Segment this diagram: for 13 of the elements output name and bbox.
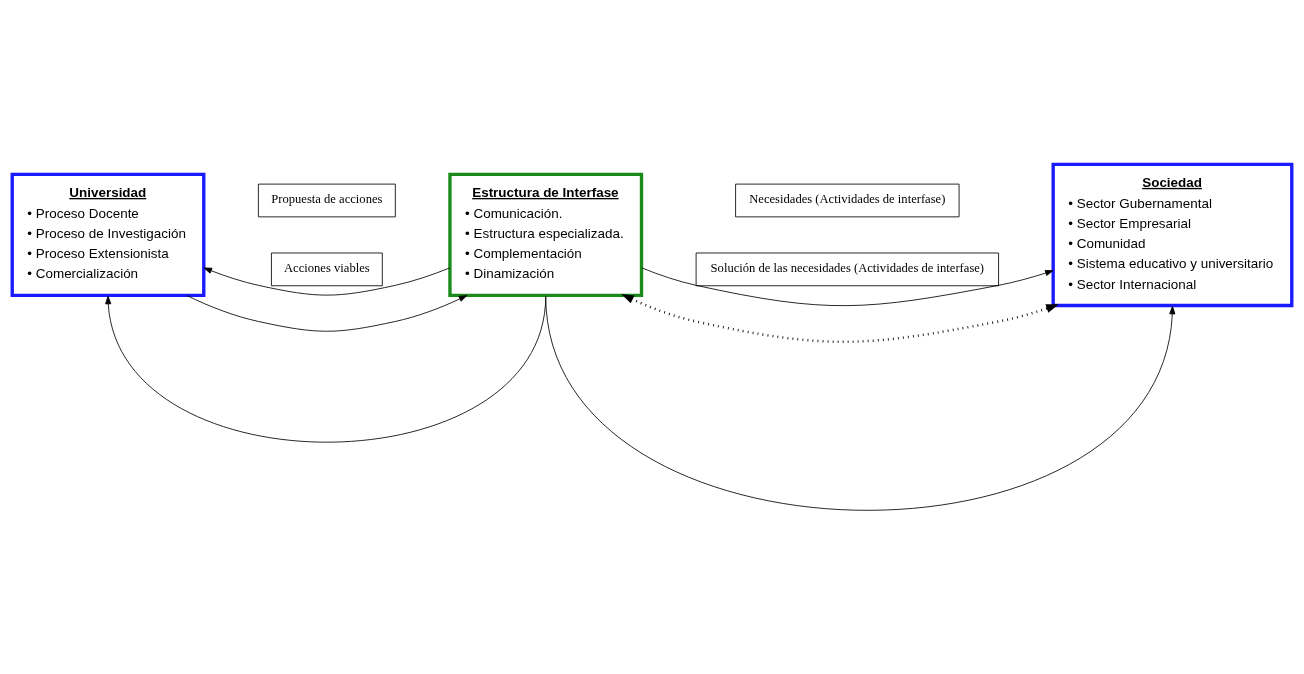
- node-box: Solución de las necesidades (Actividades de interfase): [695, 252, 999, 286]
- arrow: [186, 294, 468, 332]
- node-box: Necesidades (Actividades de interfase): [735, 183, 960, 217]
- node-box: Universidad • Proceso Docente • Proceso de Investigación • Proceso Extensionista • Comercialización: [10, 172, 206, 297]
- node-box: Sociedad • Sector Gubernamental • Sector Empresarial • Comunidad • Sistema educativo y universitario • Sector Internacional: [1051, 162, 1294, 307]
- arrow: [641, 267, 1054, 306]
- arrow: [105, 295, 547, 443]
- node-box: Propuesta de acciones: [257, 183, 396, 217]
- node-box: Estructura de Interfase • Comunicación. • Estructura especializada. • Complementación • Dinamización: [448, 172, 644, 297]
- arrow: [621, 293, 1059, 343]
- node-box: Acciones viables: [271, 252, 383, 286]
- arrow: [545, 295, 1176, 511]
- arrow: [203, 267, 451, 296]
